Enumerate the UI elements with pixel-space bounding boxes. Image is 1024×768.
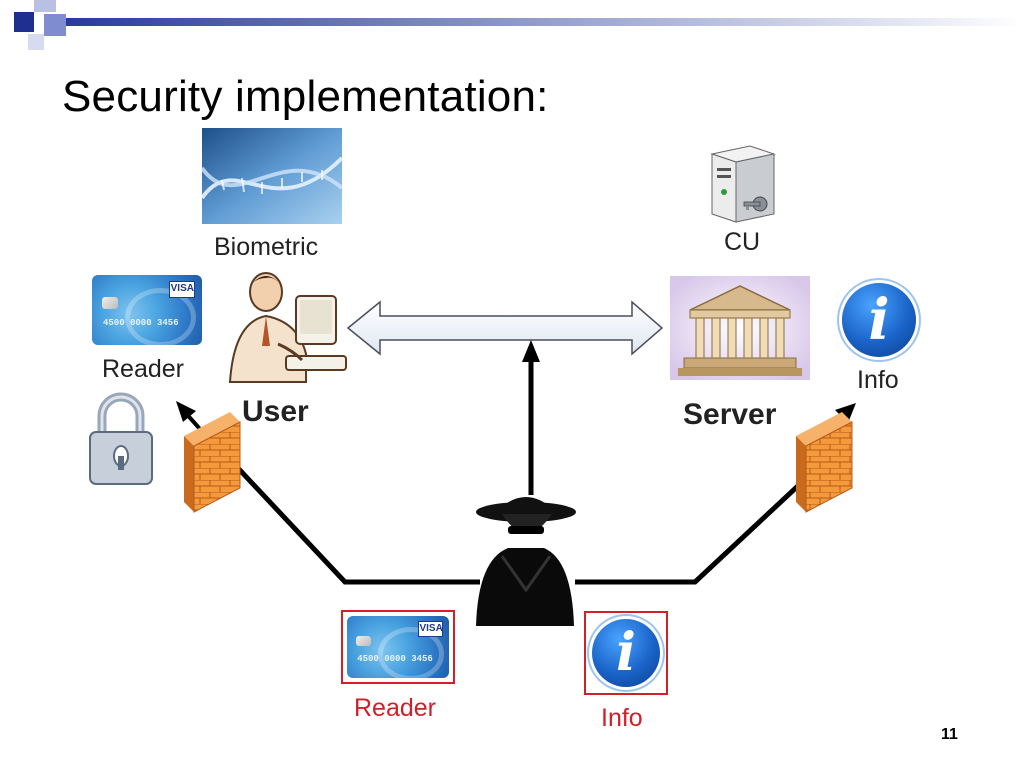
header-bar — [64, 18, 1024, 26]
header-square-light — [34, 0, 56, 12]
network-path-right — [575, 468, 817, 585]
firewall-icon — [796, 412, 853, 513]
visa-logo: VISA — [169, 280, 196, 298]
credit-card-icon: VISA 4500 0000 3456 — [347, 616, 449, 678]
info-label: Info — [857, 366, 899, 394]
reader-label-intercepted: Reader — [354, 694, 436, 722]
reader-highlight-frame: VISA 4500 0000 3456 — [341, 610, 455, 684]
intercept-arrowhead — [522, 340, 540, 362]
header-square-mid — [44, 14, 66, 36]
header-square-dark — [14, 12, 34, 32]
info-icon: i — [592, 619, 660, 687]
server-label: Server — [683, 398, 777, 431]
server-tower-key-icon — [710, 145, 776, 223]
person-at-computer-icon — [228, 272, 347, 383]
server-building-icon — [670, 276, 810, 380]
card-number: 4500 0000 3456 — [103, 318, 179, 329]
credit-card-icon: VISA 4500 0000 3456 — [92, 275, 202, 345]
double-arrow — [346, 300, 664, 356]
info-highlight-frame: i — [584, 611, 668, 695]
card-number: 4500 0000 3456 — [357, 654, 433, 665]
header-square-pale — [28, 34, 44, 50]
network-path-left — [234, 464, 480, 585]
server-firewall-arrowhead — [835, 403, 856, 423]
visa-logo: VISA — [418, 620, 443, 637]
slide-title: Security implementation: — [62, 72, 549, 121]
info-icon: i — [842, 283, 916, 357]
firewall-icon — [184, 412, 241, 513]
page-number: 11 — [941, 726, 958, 743]
info-label-intercepted: Info — [601, 704, 643, 732]
biometric-label: Biometric — [214, 233, 319, 261]
cu-label: CU — [724, 228, 761, 256]
padlock-icon — [89, 392, 153, 485]
spy-attacker-icon — [476, 497, 576, 626]
user-firewall-arrowhead — [176, 401, 196, 422]
reader-label: Reader — [102, 355, 184, 383]
dna-helix-icon — [202, 128, 342, 224]
header-decoration — [14, 0, 1024, 50]
user-label: User — [242, 395, 309, 428]
